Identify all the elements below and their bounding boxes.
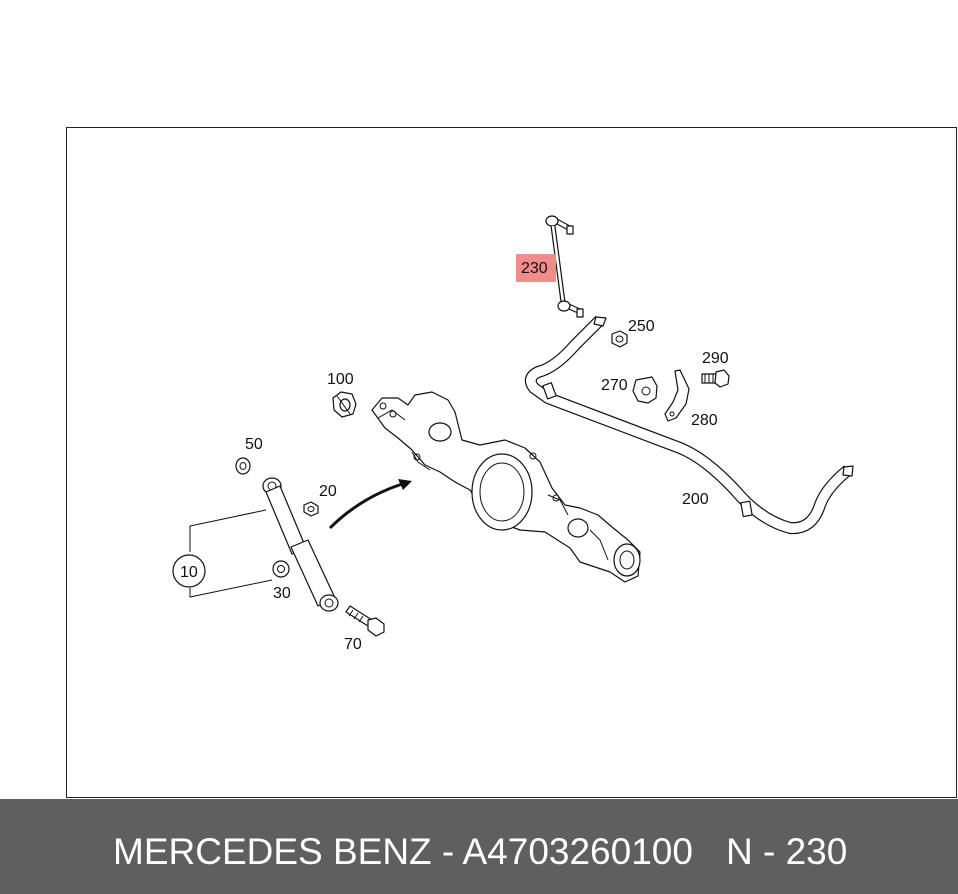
- clamp-280[interactable]: [664, 369, 690, 422]
- part-label-30[interactable]: 30: [273, 585, 291, 602]
- footer-reference-number: N - 230: [726, 831, 848, 872]
- bolt-290[interactable]: [701, 369, 730, 388]
- part-label-230[interactable]: 230: [521, 260, 548, 277]
- part-label-100[interactable]: 100: [327, 371, 354, 388]
- highlight-box-230: [516, 254, 556, 282]
- part-label-250[interactable]: 250: [628, 318, 655, 335]
- washer-30[interactable]: [272, 560, 290, 578]
- footer-brand-part-number: MERCEDES BENZ - A4703260100: [113, 831, 693, 872]
- footer-bar: MERCEDES BENZ - A4703260100 N - 230: [0, 799, 958, 894]
- bolt-70[interactable]: [345, 605, 385, 637]
- mount-100[interactable]: [332, 391, 357, 418]
- group-callout-10: [172, 509, 273, 598]
- direction-arrow: [328, 479, 412, 530]
- washer-50[interactable]: [235, 457, 251, 475]
- nut-250[interactable]: [611, 330, 628, 348]
- rear-axle-housing: [371, 391, 641, 583]
- part-label-290[interactable]: 290: [702, 350, 729, 367]
- part-label-50[interactable]: 50: [245, 436, 263, 453]
- part-label-270[interactable]: 270: [601, 377, 628, 394]
- part-label-70[interactable]: 70: [344, 636, 362, 653]
- stabilizer-link-230[interactable]: [545, 215, 584, 318]
- shock-absorber[interactable]: [262, 477, 339, 612]
- nut-20[interactable]: [303, 501, 319, 517]
- part-label-20[interactable]: 20: [319, 483, 337, 500]
- part-label-10[interactable]: 10: [180, 564, 198, 581]
- part-label-200[interactable]: 200: [682, 491, 709, 508]
- part-label-280[interactable]: 280: [691, 412, 718, 429]
- stabilizer-bar-200[interactable]: [524, 315, 854, 535]
- bushing-270[interactable]: [632, 376, 658, 404]
